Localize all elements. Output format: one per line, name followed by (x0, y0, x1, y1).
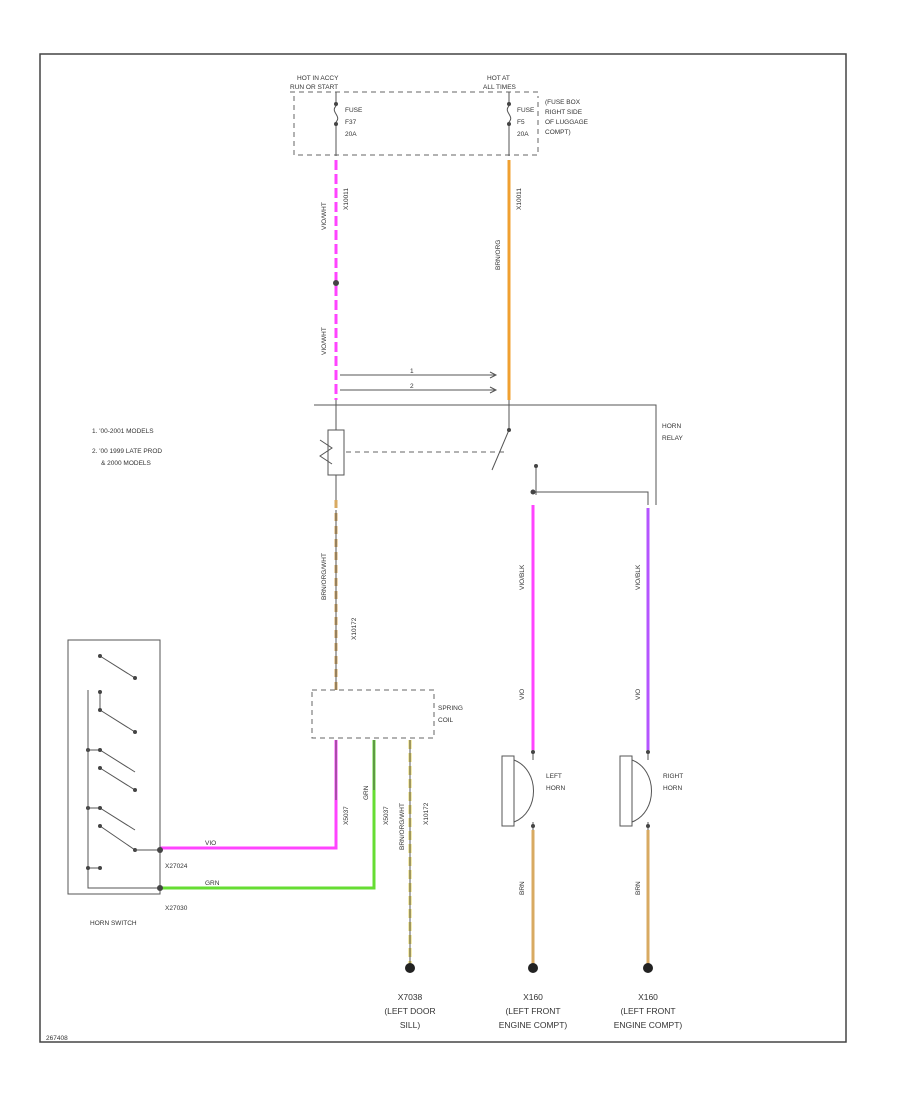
ground-point-3 (643, 963, 653, 973)
spring-coil-box (311, 689, 435, 739)
left-horn (501, 750, 535, 832)
right-fuse-label-3: 20A (517, 131, 529, 138)
option-arrow-1 (340, 371, 498, 379)
fuse-box-outline (290, 91, 540, 156)
ground-3-line1: X160 (638, 992, 658, 1002)
left-fuse-label-2: F37 (345, 119, 357, 126)
option-1-marker: 1 (410, 368, 414, 375)
wire-label-vio-2: VIO/WHT (321, 327, 328, 355)
wire-label-vio-horiz: VIO (205, 840, 216, 847)
left-source-line1: HOT IN ACCY (297, 75, 339, 82)
horn-switch-label: HORN SWITCH (90, 920, 137, 927)
ground-3-line2: (LEFT FRONT (620, 1006, 675, 1016)
connector-x-bot2: X5037 (383, 806, 390, 825)
wire-label-vio-h2: VIO (519, 689, 526, 700)
right-horn (619, 750, 652, 832)
ground-point-1 (405, 963, 415, 973)
spring-coil-label-1: SPRING (438, 705, 463, 712)
switch-connector-2: X27030 (165, 905, 188, 912)
ground-3-line3: ENGINE COMPT) (614, 1020, 683, 1030)
wire-label-org-brn: BRN/ORG/WHT (321, 553, 328, 600)
wire-label-spring-grn: GRN (363, 785, 370, 800)
relay-switch-contact (491, 400, 537, 495)
horn-relay-box (314, 404, 657, 505)
horn-relay-label-1: HORN (662, 423, 681, 430)
relay-coil (327, 400, 345, 500)
connector-x-mid: X10172 (351, 617, 358, 640)
diagram-frame (39, 53, 847, 1043)
right-horn-label-1: RIGHT (663, 773, 683, 780)
right-source-line2: ALL TIMES (483, 84, 517, 91)
right-horn-label-2: HORN (663, 785, 682, 792)
right-fuse-label-1: FUSE (517, 107, 535, 114)
relay-output-bus (533, 491, 649, 505)
fuse-box-label-2: RIGHT SIDE (545, 109, 583, 116)
spring-violet-out (160, 740, 338, 850)
relay-coil-winding (319, 439, 333, 465)
left-horn-label-2: HORN (546, 785, 565, 792)
left-horn-label-1: LEFT (546, 773, 562, 780)
note-3: & 2000 MODELS (101, 460, 152, 467)
horn-switch-contacts (86, 654, 163, 891)
fuse-box-label-1: (FUSE BOX (545, 99, 581, 106)
connector-x-top2: X10011 (516, 188, 523, 210)
fuse-box-label-4: COMPT) (545, 129, 571, 136)
wire-label-grn-horiz: GRN (205, 880, 220, 887)
connector-x-bot1: X5037 (343, 806, 350, 825)
left-fuse-label-1: FUSE (345, 107, 363, 114)
horn-switch-box (67, 639, 161, 895)
ground-point-2 (528, 963, 538, 973)
spring-coil-label-2: COIL (438, 717, 454, 724)
ground-2-line3: ENGINE COMPT) (499, 1020, 568, 1030)
left-fuse-label-3: 20A (345, 131, 357, 138)
note-1: 1. '00-2001 MODELS (92, 428, 154, 435)
switch-connector-1: X27024 (165, 863, 188, 870)
ground-1-line2: (LEFT DOOR (384, 1006, 435, 1016)
wire-label-vio-h4: VIO (635, 689, 642, 700)
right-fuse-label-2: F5 (517, 119, 525, 126)
wire-label-vio-h3: VIO/BLK (635, 564, 642, 590)
horn-relay-label-2: RELAY (662, 435, 683, 442)
fuse-box-label-3: OF LUGGAGE (545, 119, 589, 126)
wire-label-vio-h1: VIO/BLK (519, 564, 526, 590)
wire-label-brn-l: BRN (519, 881, 526, 895)
ground-2-line1: X160 (523, 992, 543, 1002)
note-2: 2. '00 1999 LATE PROD (92, 448, 162, 455)
wire-label-org: BRN/ORG (495, 240, 502, 270)
option-arrow-2 (340, 386, 498, 394)
ground-2-line2: (LEFT FRONT (505, 1006, 560, 1016)
wire-label-spring-brn: BRN/ORG/WHT (399, 803, 406, 850)
right-source-line1: HOT AT (487, 75, 510, 82)
ground-1-line3: SILL) (400, 1020, 420, 1030)
spring-green-out (160, 740, 376, 890)
ground-1-line1: X7038 (398, 992, 423, 1002)
connector-x-top1: X10011 (343, 188, 350, 210)
wire-label-brn-r: BRN (635, 881, 642, 895)
diagram-id: 267408 (46, 1035, 68, 1042)
wire-label-vio-1: VIO/WHT (321, 202, 328, 230)
option-2-marker: 2 (410, 383, 414, 390)
left-source-line2: RUN OR START (290, 84, 338, 91)
connector-x-bot3: X10172 (423, 802, 430, 825)
